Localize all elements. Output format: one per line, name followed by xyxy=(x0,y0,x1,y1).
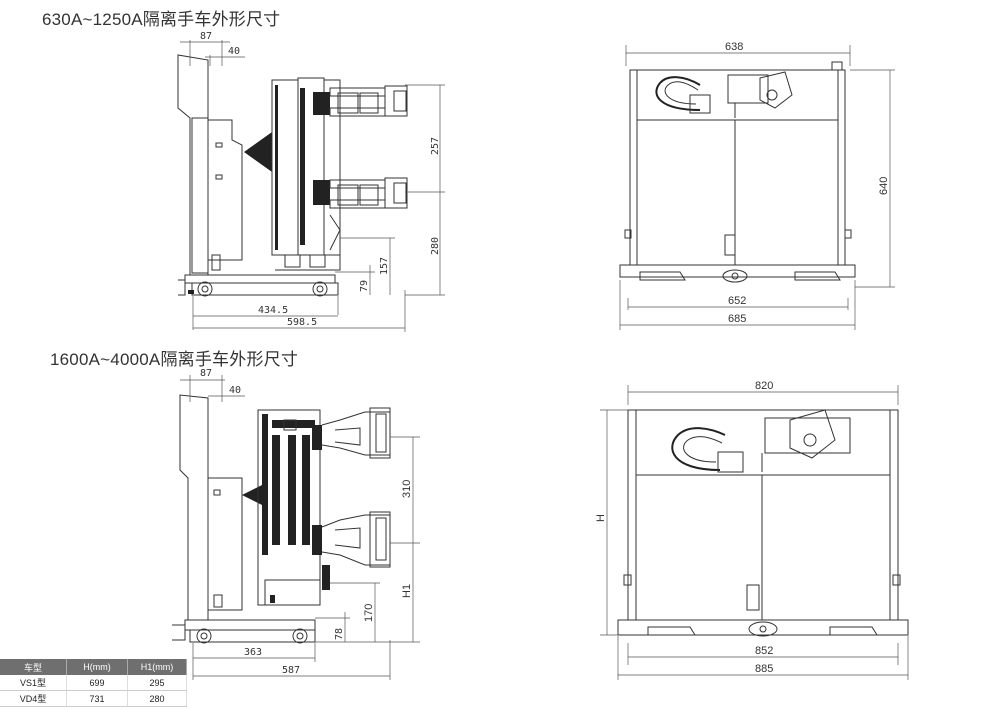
dim-638: 638 xyxy=(725,41,743,53)
dim-170: 170 xyxy=(363,604,375,622)
cell-model: VD4型 xyxy=(0,690,67,707)
dim-885: 885 xyxy=(755,663,773,675)
cell-h1: 295 xyxy=(127,675,187,691)
header-model: 车型 xyxy=(0,659,67,675)
dim-87-bottom: 87 xyxy=(200,368,212,379)
dim-280: 280 xyxy=(430,237,441,255)
title-top: 630A~1250A隔离手车外形尺寸 xyxy=(42,10,281,29)
dim-820: 820 xyxy=(755,380,773,392)
table-row: VS1型 699 295 xyxy=(0,675,187,691)
dim-652: 652 xyxy=(728,295,746,307)
dim-852: 852 xyxy=(755,645,773,657)
cell-h: 699 xyxy=(66,675,128,691)
top-side-view: 87 40 257 280 157 79 434.5 598.5 xyxy=(177,31,445,332)
table-row: VD4型 731 280 xyxy=(0,690,187,707)
dim-40-bottom: 40 xyxy=(229,385,241,396)
dim-h1: H1 xyxy=(401,584,413,598)
spec-table-header: 车型 H(mm) H1(mm) xyxy=(0,659,187,675)
cell-model: VS1型 xyxy=(0,675,67,691)
dim-h: H xyxy=(595,514,607,522)
dim-257: 257 xyxy=(430,137,441,155)
dim-79: 79 xyxy=(359,280,370,292)
dim-40-top: 40 xyxy=(228,46,240,57)
header-h1: H1(mm) xyxy=(127,659,187,675)
cell-h: 731 xyxy=(66,690,128,707)
dim-78: 78 xyxy=(334,628,345,640)
dim-598-5: 598.5 xyxy=(287,317,317,328)
bottom-front-view: 820 H 852 885 xyxy=(595,380,909,680)
dim-685: 685 xyxy=(728,313,746,325)
bottom-side-view: 87 40 310 H1 170 78 363 587 xyxy=(172,368,420,680)
dim-310: 310 xyxy=(401,480,413,498)
dim-363: 363 xyxy=(244,647,262,658)
dim-87-top: 87 xyxy=(200,31,212,42)
cell-h1: 280 xyxy=(127,690,187,707)
dim-157: 157 xyxy=(379,257,390,275)
top-front-view: 638 640 652 685 xyxy=(619,41,895,330)
header-h: H(mm) xyxy=(66,659,128,675)
dim-434-5: 434.5 xyxy=(258,305,288,316)
title-bottom: 1600A~4000A隔离手车外形尺寸 xyxy=(50,350,299,369)
dim-640: 640 xyxy=(878,177,890,195)
dim-587: 587 xyxy=(282,665,300,676)
spec-table: 车型 H(mm) H1(mm) VS1型 699 295 VD4型 731 28… xyxy=(0,659,187,707)
